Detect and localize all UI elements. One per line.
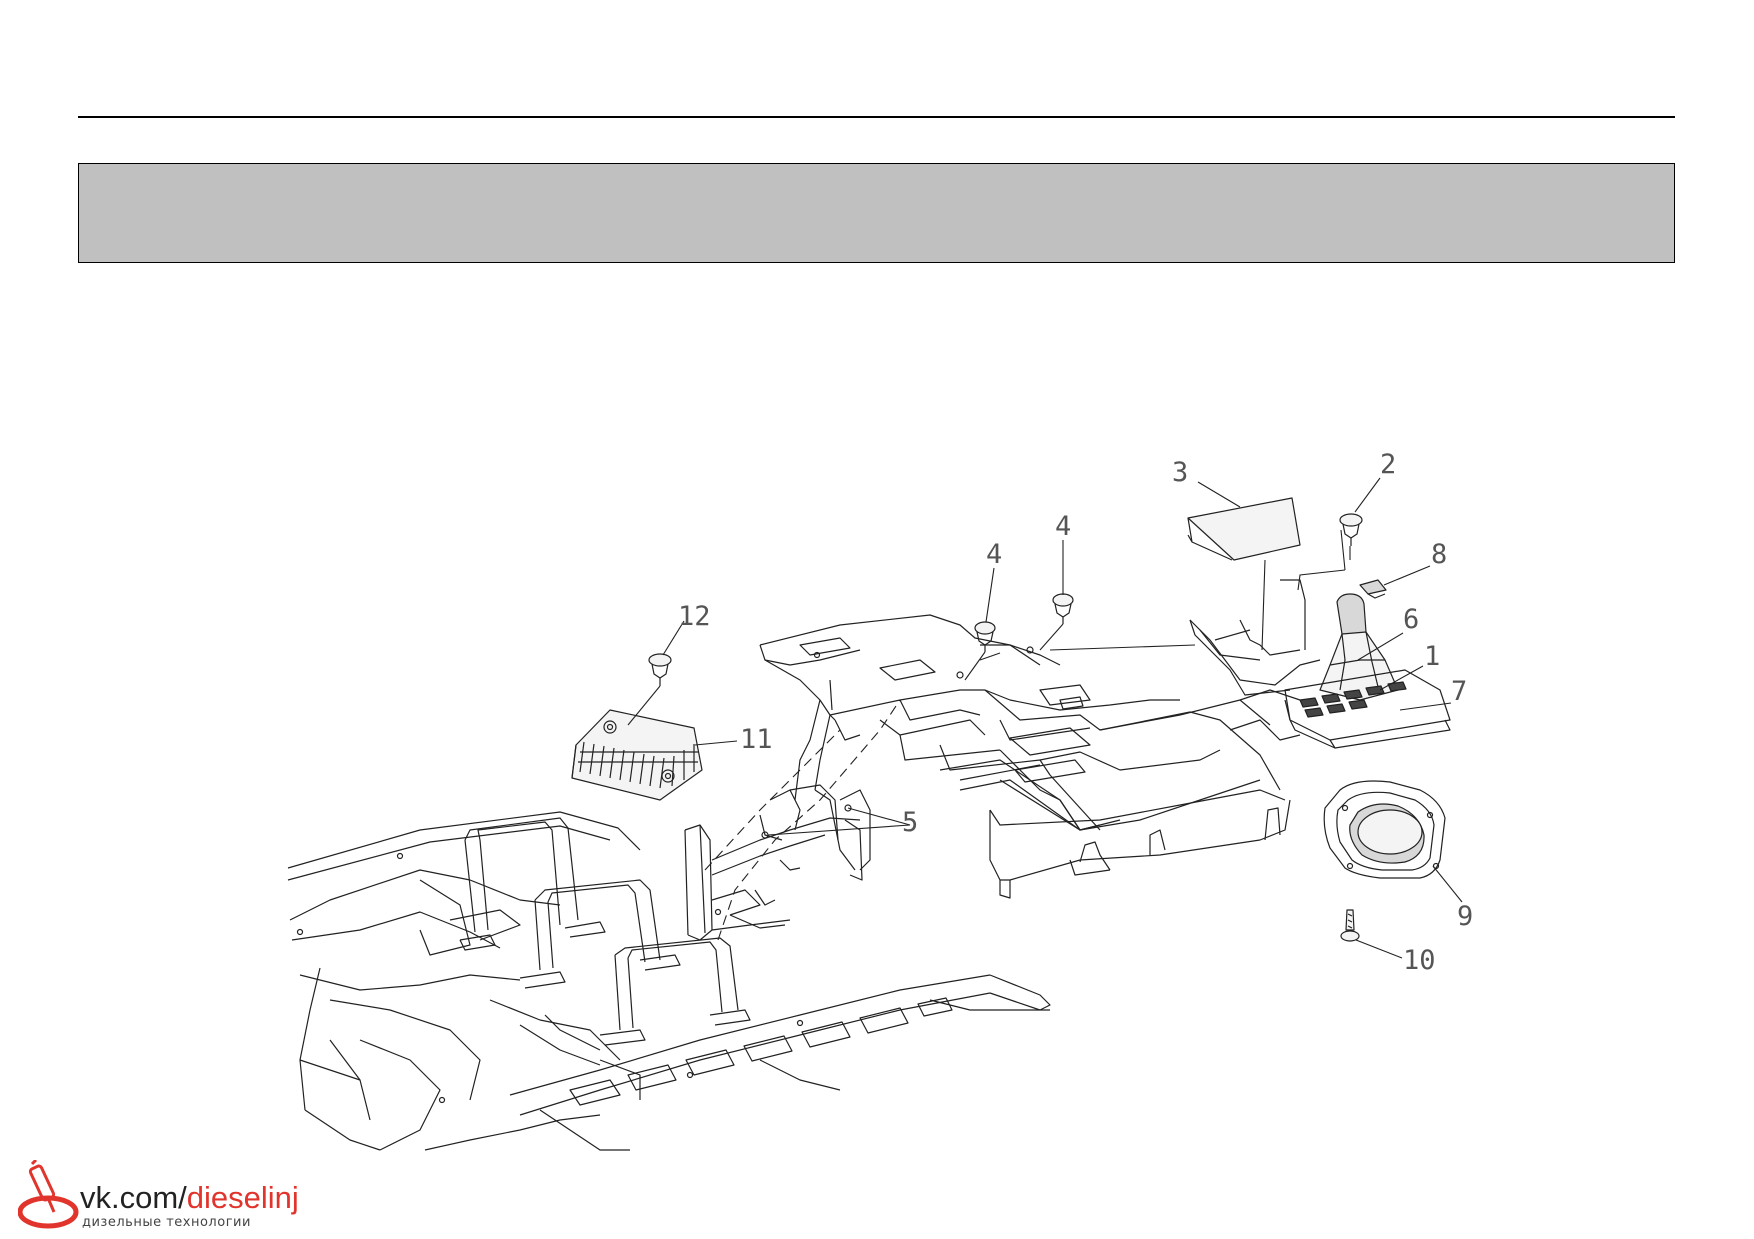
callout-5: 5 [902,807,918,838]
leader-lines [627,477,1463,959]
callout-11: 11 [740,724,773,755]
shift-console-assembly [1187,497,1451,749]
center-support-frame [684,784,871,941]
watermark-url[interactable]: vk.com/dieselinj [80,1180,299,1216]
callout-10: 10 [1403,945,1436,976]
watermark-url-prefix: vk.com/ [80,1180,187,1215]
seat-mount-brackets [459,817,751,1046]
callout-4a: 4 [986,539,1002,570]
callout-3: 3 [1172,457,1188,488]
watermark-url-accent: dieselinj [186,1180,299,1215]
injector-logo-icon [18,1160,79,1229]
callout-12: 12 [678,601,711,632]
callout-7: 7 [1451,676,1467,707]
callout-8: 8 [1431,539,1447,570]
callout-6: 6 [1403,604,1419,635]
watermark-subtitle: дизельные технологии [82,1215,251,1230]
grille-slats [578,741,698,789]
callout-labels: 1 2 3 4 4 5 6 7 8 9 10 11 12 [678,449,1473,976]
assembly-guide-lines [704,699,901,941]
callout-1: 1 [1424,641,1440,672]
speaker-trim-ring [1323,780,1446,942]
callout-2: 2 [1380,449,1396,480]
callout-9: 9 [1457,901,1473,932]
title-band [78,163,1675,263]
push-clips [974,593,1074,652]
floor-pan [287,811,1051,1151]
callout-4b: 4 [1055,511,1071,542]
header-rule [78,116,1675,118]
center-console-body [759,614,1301,899]
grille-panel [571,653,703,801]
